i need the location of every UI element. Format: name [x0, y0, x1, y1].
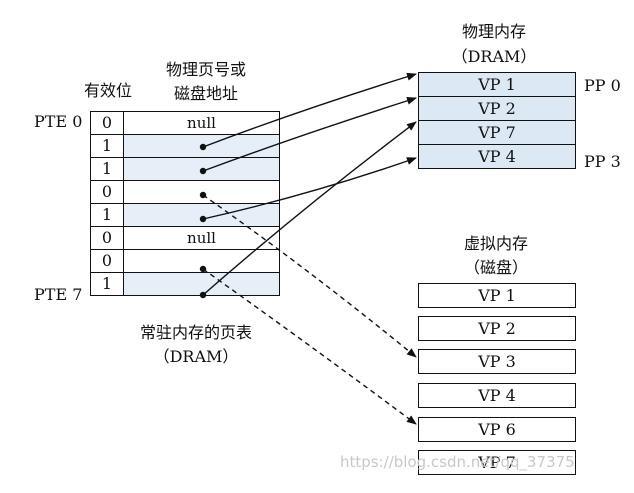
pte-address: null — [124, 227, 280, 249]
arrow-pte6-disk-vp6 — [202, 268, 417, 425]
disk-page-vp7: VP 7 — [418, 450, 576, 475]
arrow-pte2-vp2 — [202, 96, 417, 172]
virt-mem-title-line1: 虚拟内存 — [463, 234, 529, 253]
pte-row-7: 1 — [90, 273, 280, 296]
pp3-label: PP 3 — [584, 152, 621, 171]
pte7-label: PTE 7 — [34, 285, 83, 304]
physical-page-0: VP 1 — [418, 73, 576, 97]
page-table-caption-line1: 常驻内存的页表 — [139, 323, 253, 342]
disk-page-vp4: VP 4 — [418, 383, 576, 408]
physical-page-1: VP 2 — [418, 97, 576, 121]
pte-row-3: 0 — [90, 181, 280, 204]
disk-page-vp2: VP 2 — [418, 316, 576, 341]
valid-bit: 0 — [90, 181, 124, 203]
physical-page-2: VP 7 — [418, 121, 576, 145]
disk-page-vp6: VP 6 — [418, 417, 576, 442]
ppn-header-line1: 物理页号或 — [165, 60, 247, 79]
valid-bit: 1 — [90, 204, 124, 226]
phys-mem-title-line1: 物理内存 — [461, 22, 527, 41]
valid-bit: 1 — [90, 135, 124, 157]
arrow-pte4-vp4 — [202, 157, 417, 220]
arrow-pte1-vp1 — [202, 72, 417, 148]
physical-page-3: VP 4 — [418, 145, 576, 169]
watermark: https://blog.csdn.net/qq_37375 — [340, 453, 575, 471]
pte-address — [124, 273, 280, 295]
physical-memory: VP 1 VP 2 VP 7 VP 4 — [418, 72, 576, 169]
valid-bit: 0 — [90, 112, 124, 134]
pte-address — [124, 181, 280, 203]
pte-address: null — [124, 112, 280, 134]
disk-page-vp3: VP 3 — [418, 349, 576, 374]
disk-page-vp1: VP 1 — [418, 283, 576, 308]
valid-bit: 1 — [90, 273, 124, 295]
pte-row-6: 0 — [90, 250, 280, 273]
page-table-caption-line2: （DRAM） — [153, 347, 239, 366]
ppn-header-line2: 磁盘地址 — [173, 84, 239, 103]
valid-bit-header: 有效位 — [83, 81, 133, 100]
pte0-label: PTE 0 — [34, 112, 83, 131]
arrow-pte7-vp7 — [202, 121, 417, 296]
valid-bit: 1 — [90, 158, 124, 180]
phys-mem-title-line2: （DRAM） — [451, 47, 537, 66]
valid-bit: 0 — [90, 250, 124, 272]
valid-bit: 0 — [90, 227, 124, 249]
virt-mem-title-line2: （磁盘） — [463, 258, 529, 277]
pp0-label: PP 0 — [584, 76, 621, 95]
pte-address — [124, 250, 280, 272]
arrow-pte3-disk-vp3 — [202, 194, 417, 358]
